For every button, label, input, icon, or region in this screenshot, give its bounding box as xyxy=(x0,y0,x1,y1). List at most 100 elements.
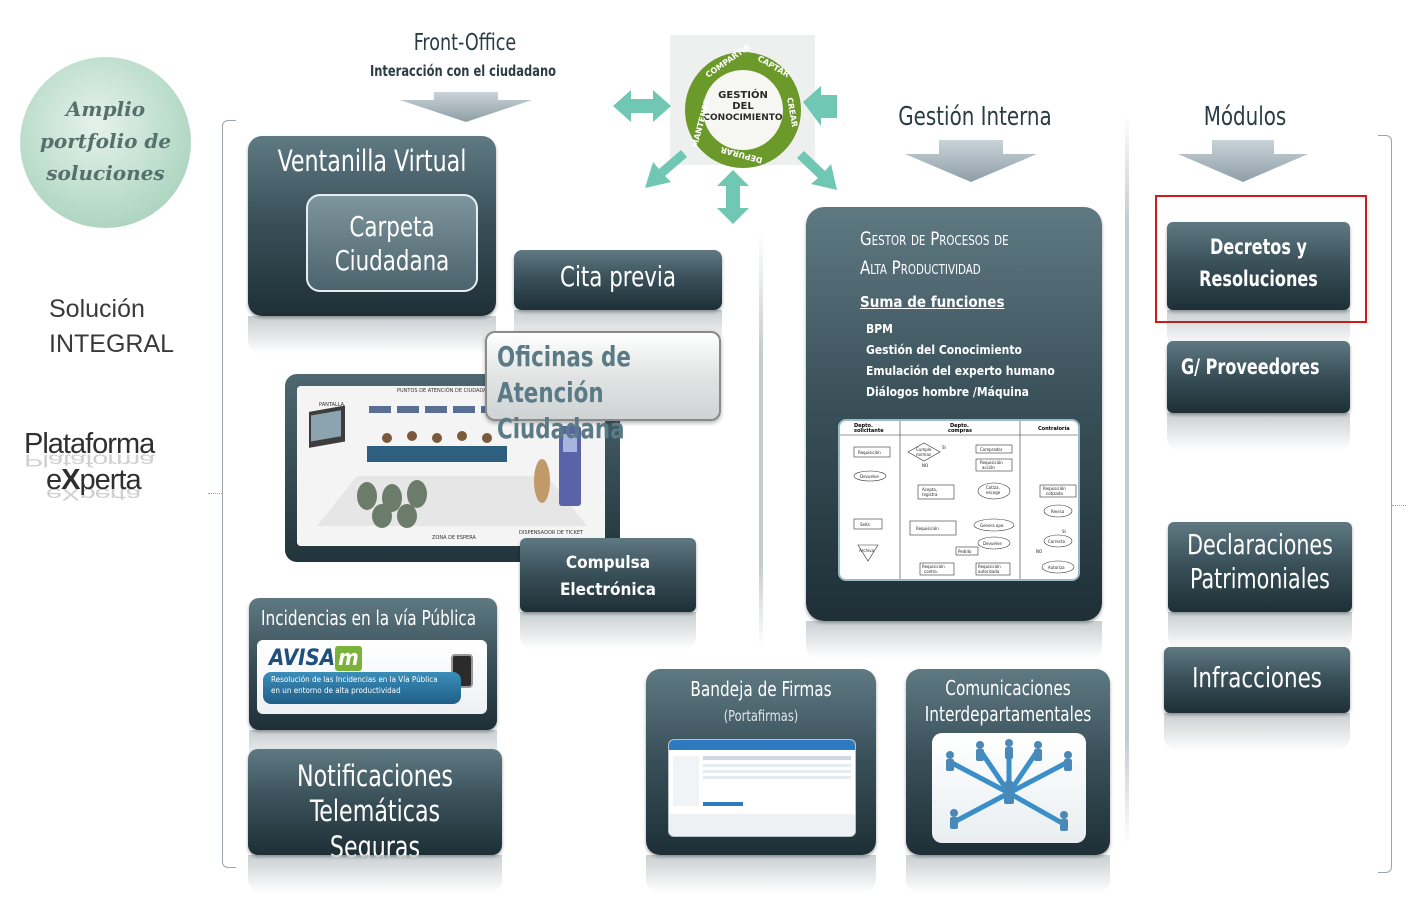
node-req-autorizada: Requisición xyxy=(978,564,1001,569)
compulsa-electronica-box[interactable]: Compulsa Electrónica xyxy=(520,538,696,650)
solucion-line1: Solución xyxy=(49,295,145,323)
knowledge-wheel: GESTIÓN DEL CONOCIMIENTO COMPARTIR CAPTA… xyxy=(613,35,837,224)
carpeta-ciudadana-label: Carpeta Ciudadana xyxy=(334,210,450,278)
solucion-integral: Solución INTEGRAL xyxy=(49,292,174,362)
node-archiva: Archiva xyxy=(859,548,875,553)
front-office-subtitle: Interacción con el ciudadano xyxy=(369,62,557,80)
lane-contraloria: Contraloría xyxy=(1038,425,1070,432)
gestor-item-dialogos: Diálogos hombre /Máquina xyxy=(866,385,1029,399)
gestion-interna-arrow-icon xyxy=(905,140,1037,182)
node-revisa: Revisa xyxy=(1051,509,1065,514)
gestor-items: BPM Gestión del Conocimiento Emulación d… xyxy=(866,319,1055,403)
scene-espera: ZONA DE ESPERA xyxy=(432,535,476,541)
scene-dispensador: DISPENSADOR DE TICKET xyxy=(519,530,584,536)
gestor-title: Gestor de Procesos de Alta Productividad xyxy=(860,225,1009,282)
node-sella: Sella xyxy=(860,522,870,527)
oficinas-atencion-label: Oficinas de Atención Ciudadana xyxy=(497,340,631,445)
svg-text:registra: registra xyxy=(922,492,938,497)
lane-solicitante: Depto. xyxy=(854,423,873,429)
node-requisicion: Requisición xyxy=(858,450,881,455)
front-office-title: Front-Office xyxy=(413,30,517,56)
bandeja-firmas-box[interactable]: Bandeja de Firmas (Portafirmas) xyxy=(646,669,876,893)
plataforma-e: e xyxy=(46,464,62,496)
teal-arrow-down-icon xyxy=(717,170,749,224)
module-proveedores[interactable]: G/ Proveedores xyxy=(1167,341,1350,451)
bandeja-firmas-subtitle: (Portafirmas) xyxy=(723,707,799,725)
comunicaciones-title: Comunicaciones Interdepartamentales xyxy=(924,676,1092,726)
comunicaciones-box[interactable]: Comunicaciones Interdepartamentales xyxy=(906,669,1110,893)
node-autoriza: Autoriza xyxy=(1048,565,1065,570)
svg-text:normas: normas xyxy=(916,452,931,457)
gestor-item-emulacion: Emulación del experto humano xyxy=(866,364,1055,378)
carpeta-ciudadana-button[interactable]: Carpeta Ciudadana xyxy=(306,194,478,292)
gestor-item-conocimiento: Gestión del Conocimiento xyxy=(866,343,1022,357)
modulos-title: Módulos xyxy=(1203,102,1287,132)
node-compradar: Compradar xyxy=(980,447,1003,452)
wheel-center-line3: CONOCIMIENTO xyxy=(703,113,783,123)
module-decretos[interactable]: Decretos y Resoluciones xyxy=(1167,222,1350,348)
cita-previa-box[interactable]: Cita previa xyxy=(514,250,722,348)
scene-pantalla: PANTALLA xyxy=(319,402,345,408)
left-bracket xyxy=(222,120,236,868)
wheel-center-line2: DEL xyxy=(732,101,754,112)
node-pedido: Pedido xyxy=(958,549,972,554)
scene-header: PUNTOS DE ATENCIÓN DE CIUDADANO xyxy=(397,387,494,394)
node-req-contro: Requisición xyxy=(922,564,945,569)
right-bracket-tick xyxy=(1392,505,1406,506)
solucion-line2: INTEGRAL xyxy=(49,330,175,358)
gestor-item-bpm: BPM xyxy=(866,322,893,336)
incidencias-title: Incidencias en la vía Pública xyxy=(261,606,477,630)
gestor-procesos-box[interactable]: Gestor de Procesos de Alta Productividad… xyxy=(806,207,1102,659)
plataforma-line2: eXperta xyxy=(46,464,164,497)
node-cotiza: Cotiza, xyxy=(986,485,1000,490)
right-divider xyxy=(1125,115,1129,845)
svg-text:escoge: escoge xyxy=(986,490,1001,495)
plataforma-line2-reflection: eXperta xyxy=(46,484,141,504)
people-icon xyxy=(946,739,1072,831)
node-devuelve: Devuelve xyxy=(860,474,879,479)
plataforma-line1-reflection: Plataforma xyxy=(24,450,155,470)
avisam-caption: Resolución de las Incidencias en la Vía … xyxy=(263,672,461,704)
ventanilla-virtual-title: Ventanilla Virtual xyxy=(277,144,467,178)
front-office-arrow-icon xyxy=(400,92,532,122)
ventanilla-virtual-box[interactable]: Ventanilla Virtual Carpeta Ciudadana xyxy=(248,136,496,354)
plataforma-experta: Plataforma Plataforma eXperta eXperta xyxy=(24,428,164,510)
network-people-image xyxy=(932,733,1086,843)
node-requisicion2: Requisición xyxy=(916,526,939,531)
compulsa-electronica-label: Compulsa Electrónica xyxy=(559,553,656,601)
modulos-arrow-icon xyxy=(1178,140,1308,182)
module-infracciones-label: Infracciones xyxy=(1192,661,1322,694)
node-cumple: Cumple xyxy=(916,447,932,452)
module-declaraciones-label: Declaraciones Patrimoniales xyxy=(1187,528,1333,596)
gestor-title-line1: Gestor de Procesos de xyxy=(860,228,1009,250)
label-si2: SI xyxy=(1062,529,1066,534)
label-no2: NO xyxy=(1036,549,1042,554)
svg-text:cotizada: cotizada xyxy=(1046,491,1063,496)
oficinas-atencion-box[interactable]: Oficinas de Atención Ciudadana xyxy=(485,331,721,445)
node-req-accion: Requisición xyxy=(980,460,1003,465)
teal-arrow-downleft-icon xyxy=(645,150,687,188)
notificaciones-label: Notificaciones Telemáticas Seguras xyxy=(297,759,453,864)
notificaciones-box[interactable]: Notificaciones Telemáticas Seguras xyxy=(248,749,502,893)
node-devuelve2: Devuelve xyxy=(983,541,1002,546)
plataforma-x: X xyxy=(61,464,80,496)
gestion-interna-title: Gestión Interna xyxy=(898,102,1052,132)
module-proveedores-label: G/ Proveedores xyxy=(1181,355,1320,379)
node-genera: Genera ope. xyxy=(980,523,1005,528)
portfolio-circle-text: Amplio portfolio de soluciones xyxy=(39,97,172,185)
module-infracciones[interactable]: Infracciones xyxy=(1164,647,1350,751)
teal-arrow-right-icon xyxy=(803,86,837,126)
plataforma-line1: Plataforma xyxy=(24,428,155,460)
module-declaraciones[interactable]: Declaraciones Patrimoniales xyxy=(1168,522,1352,650)
svg-text:solicitante: solicitante xyxy=(854,428,884,434)
teal-arrow-left-icon xyxy=(613,90,671,122)
svg-text:contro.: contro. xyxy=(924,569,938,574)
highlight-frame xyxy=(1155,195,1367,323)
center-divider xyxy=(759,232,763,647)
teal-arrow-downright-icon xyxy=(797,151,837,190)
bandeja-firmas-title: Bandeja de Firmas xyxy=(690,677,832,701)
svg-text:acción: acción xyxy=(982,465,995,470)
